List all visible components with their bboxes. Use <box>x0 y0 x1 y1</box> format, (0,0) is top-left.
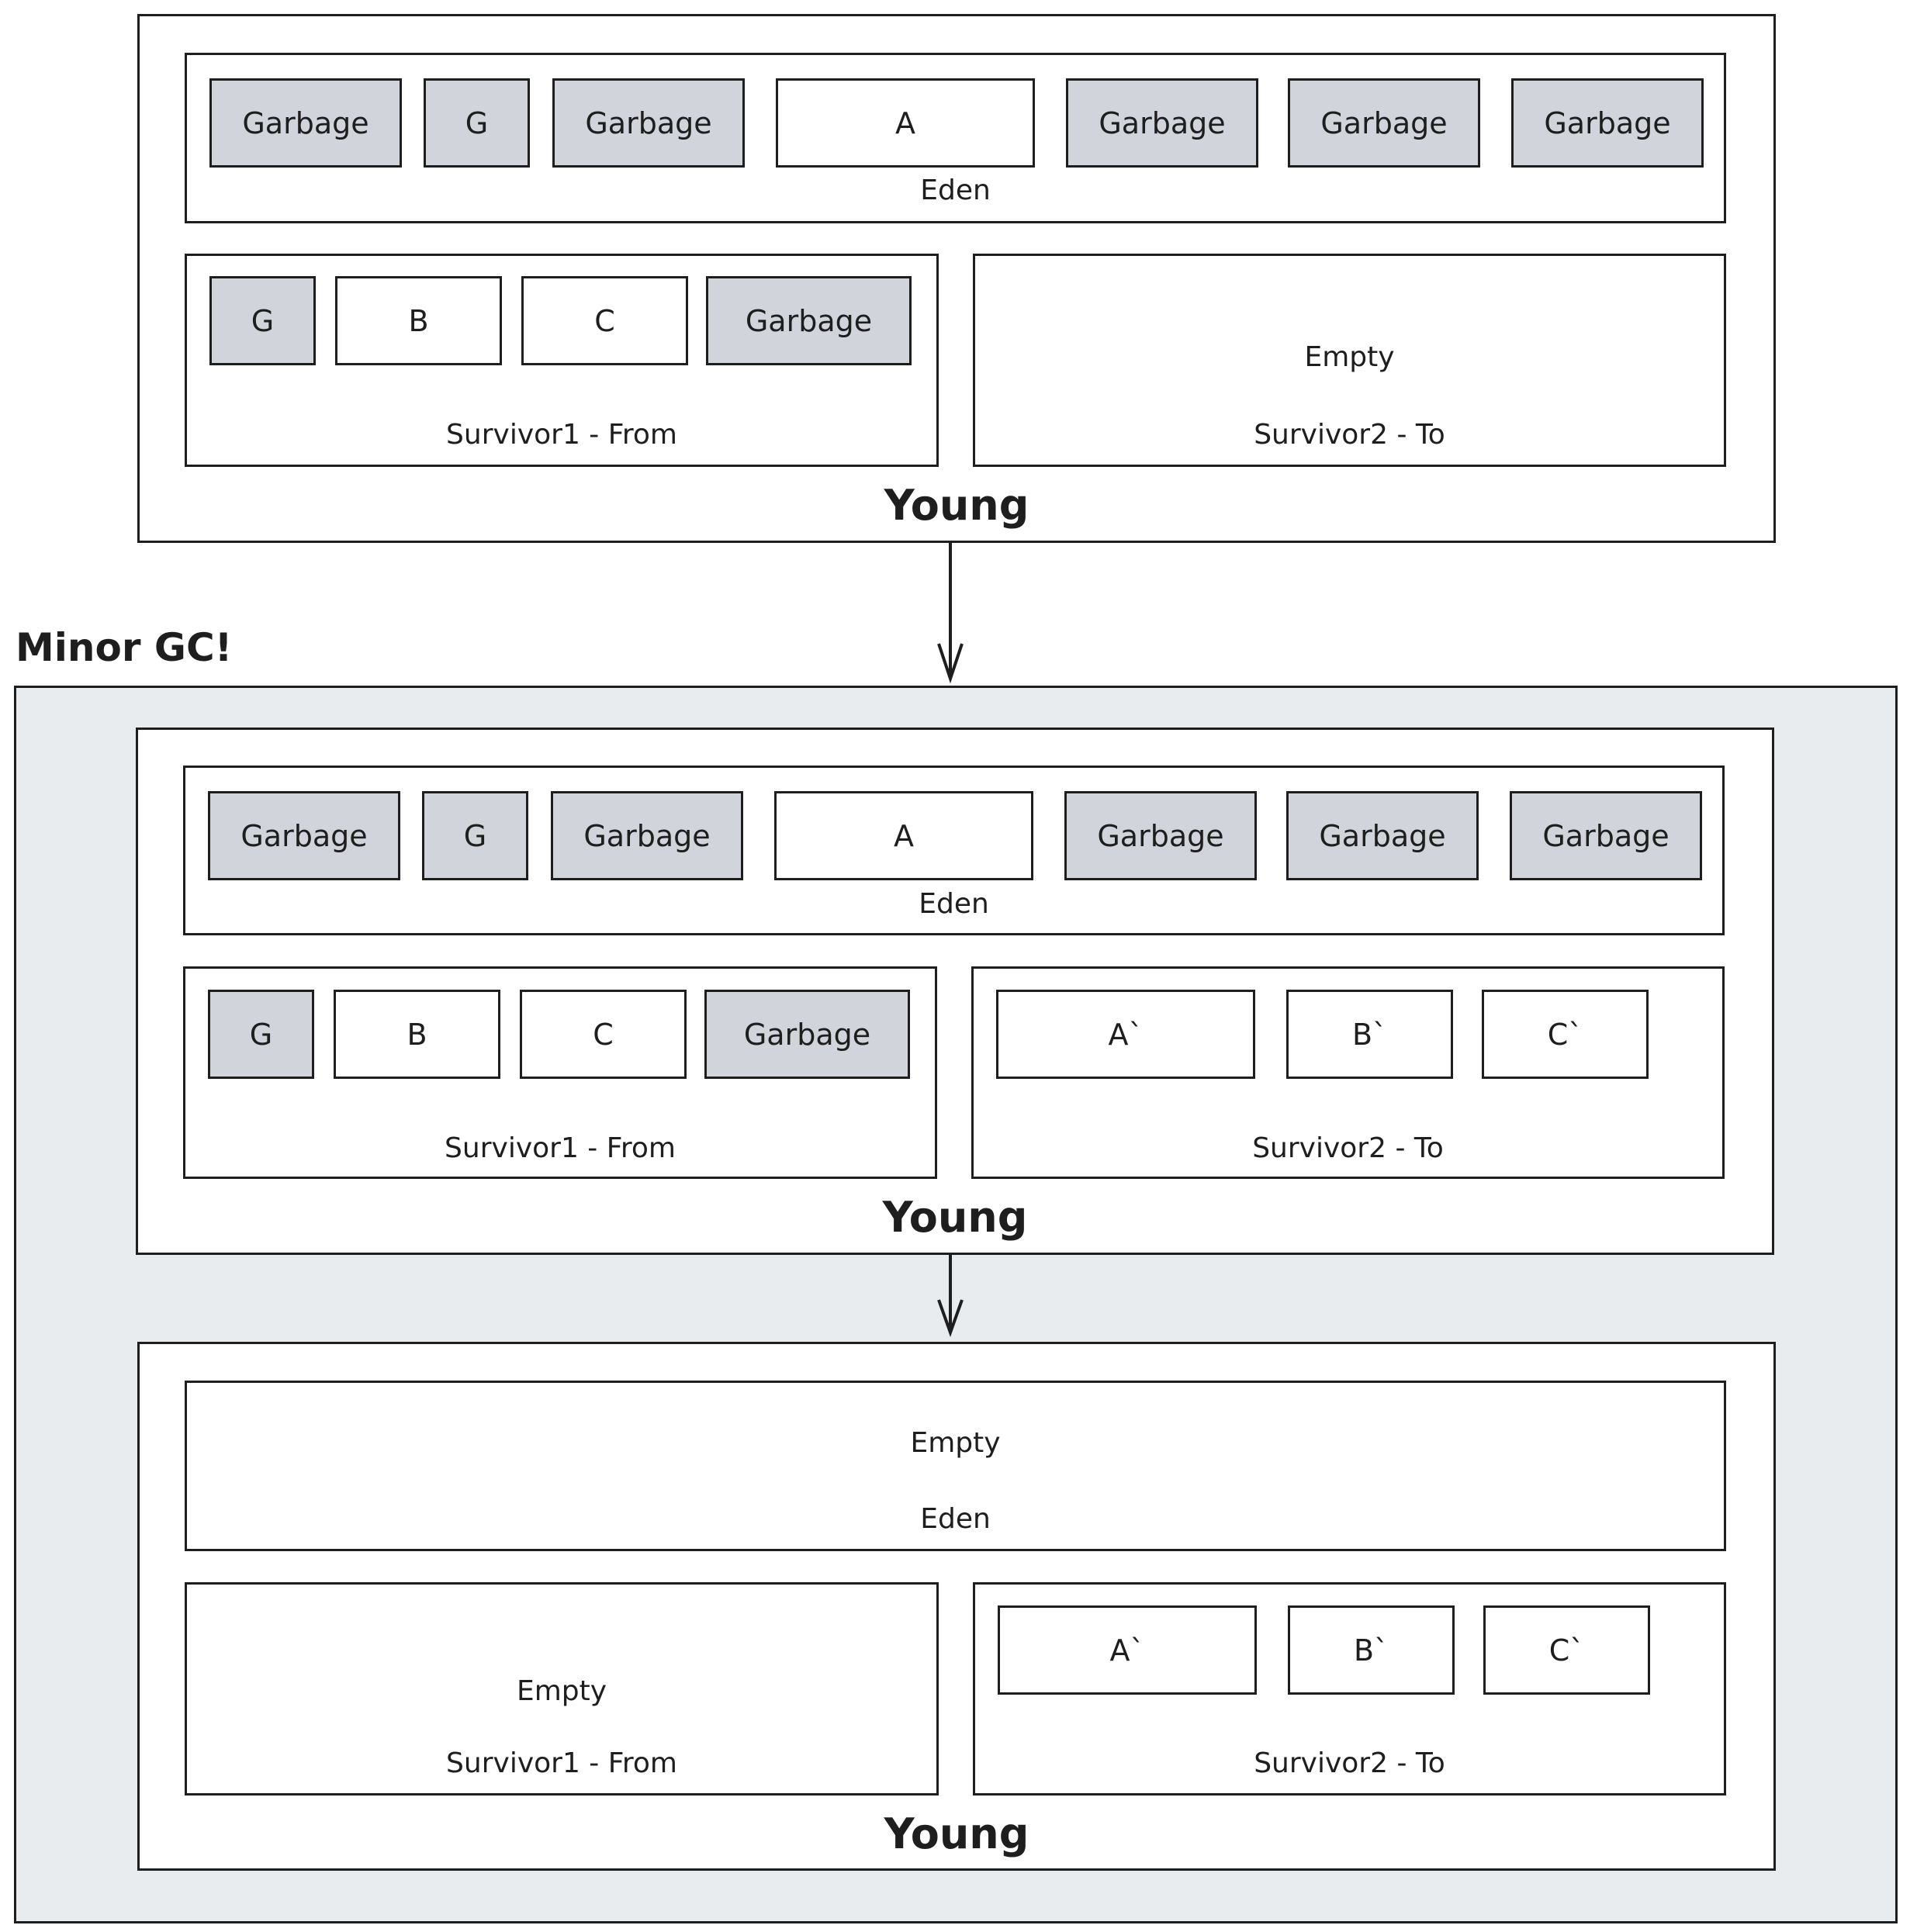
eden-block: G <box>424 78 530 168</box>
eden-space-3 <box>185 1381 1726 1551</box>
eden-block: Garbage <box>1064 791 1257 880</box>
survivor1-block: C <box>521 276 688 365</box>
eden-empty-text: Empty <box>910 1427 1001 1459</box>
arrow-panel1-to-panel2 <box>937 543 964 684</box>
eden-block: Garbage <box>552 78 745 168</box>
arrow-panel2-to-panel3 <box>937 1255 964 1337</box>
eden-block: Garbage <box>209 78 402 168</box>
survivor2-block: B` <box>1286 990 1453 1079</box>
survivor2-label: Survivor2 - To <box>1252 1132 1444 1164</box>
survivor1-block: B <box>335 276 502 365</box>
minor-gc-label: Minor GC! <box>16 625 233 670</box>
eden-block: Garbage <box>1511 78 1704 168</box>
survivor2-block: C` <box>1483 1605 1650 1695</box>
survivor1-block: Garbage <box>706 276 912 365</box>
eden-block: G <box>422 791 528 880</box>
eden-block: A <box>776 78 1035 168</box>
survivor1-block: B <box>334 990 500 1079</box>
survivor2-block: C` <box>1482 990 1649 1079</box>
survivor1-space-3 <box>185 1582 939 1795</box>
survivor2-block: A` <box>996 990 1255 1079</box>
eden-block: Garbage <box>551 791 743 880</box>
survivor1-empty-text: Empty <box>516 1675 607 1707</box>
survivor2-label: Survivor2 - To <box>1254 1747 1445 1779</box>
survivor2-empty-text: Empty <box>1304 341 1395 373</box>
young-label: Young <box>882 1193 1028 1242</box>
survivor2-block: B` <box>1288 1605 1455 1695</box>
young-label: Young <box>884 481 1029 530</box>
eden-block: Garbage <box>1288 78 1480 168</box>
eden-block: Garbage <box>1286 791 1479 880</box>
survivor1-block: G <box>209 276 316 365</box>
eden-label: Eden <box>920 1503 991 1535</box>
young-label: Young <box>884 1809 1029 1858</box>
eden-label: Eden <box>920 175 991 206</box>
survivor2-label: Survivor2 - To <box>1254 419 1445 451</box>
eden-block: Garbage <box>1066 78 1258 168</box>
eden-label: Eden <box>919 888 989 920</box>
survivor1-label: Survivor1 - From <box>445 1132 676 1164</box>
survivor2-space-1 <box>973 254 1726 467</box>
survivor1-label: Survivor1 - From <box>446 1747 677 1779</box>
survivor1-block: C <box>520 990 687 1079</box>
survivor1-block: G <box>208 990 314 1079</box>
eden-block: Garbage <box>1510 791 1702 880</box>
eden-block: Garbage <box>208 791 400 880</box>
survivor1-block: Garbage <box>704 990 910 1079</box>
survivor2-block: A` <box>998 1605 1257 1695</box>
eden-block: A <box>774 791 1033 880</box>
survivor1-label: Survivor1 - From <box>446 419 677 451</box>
